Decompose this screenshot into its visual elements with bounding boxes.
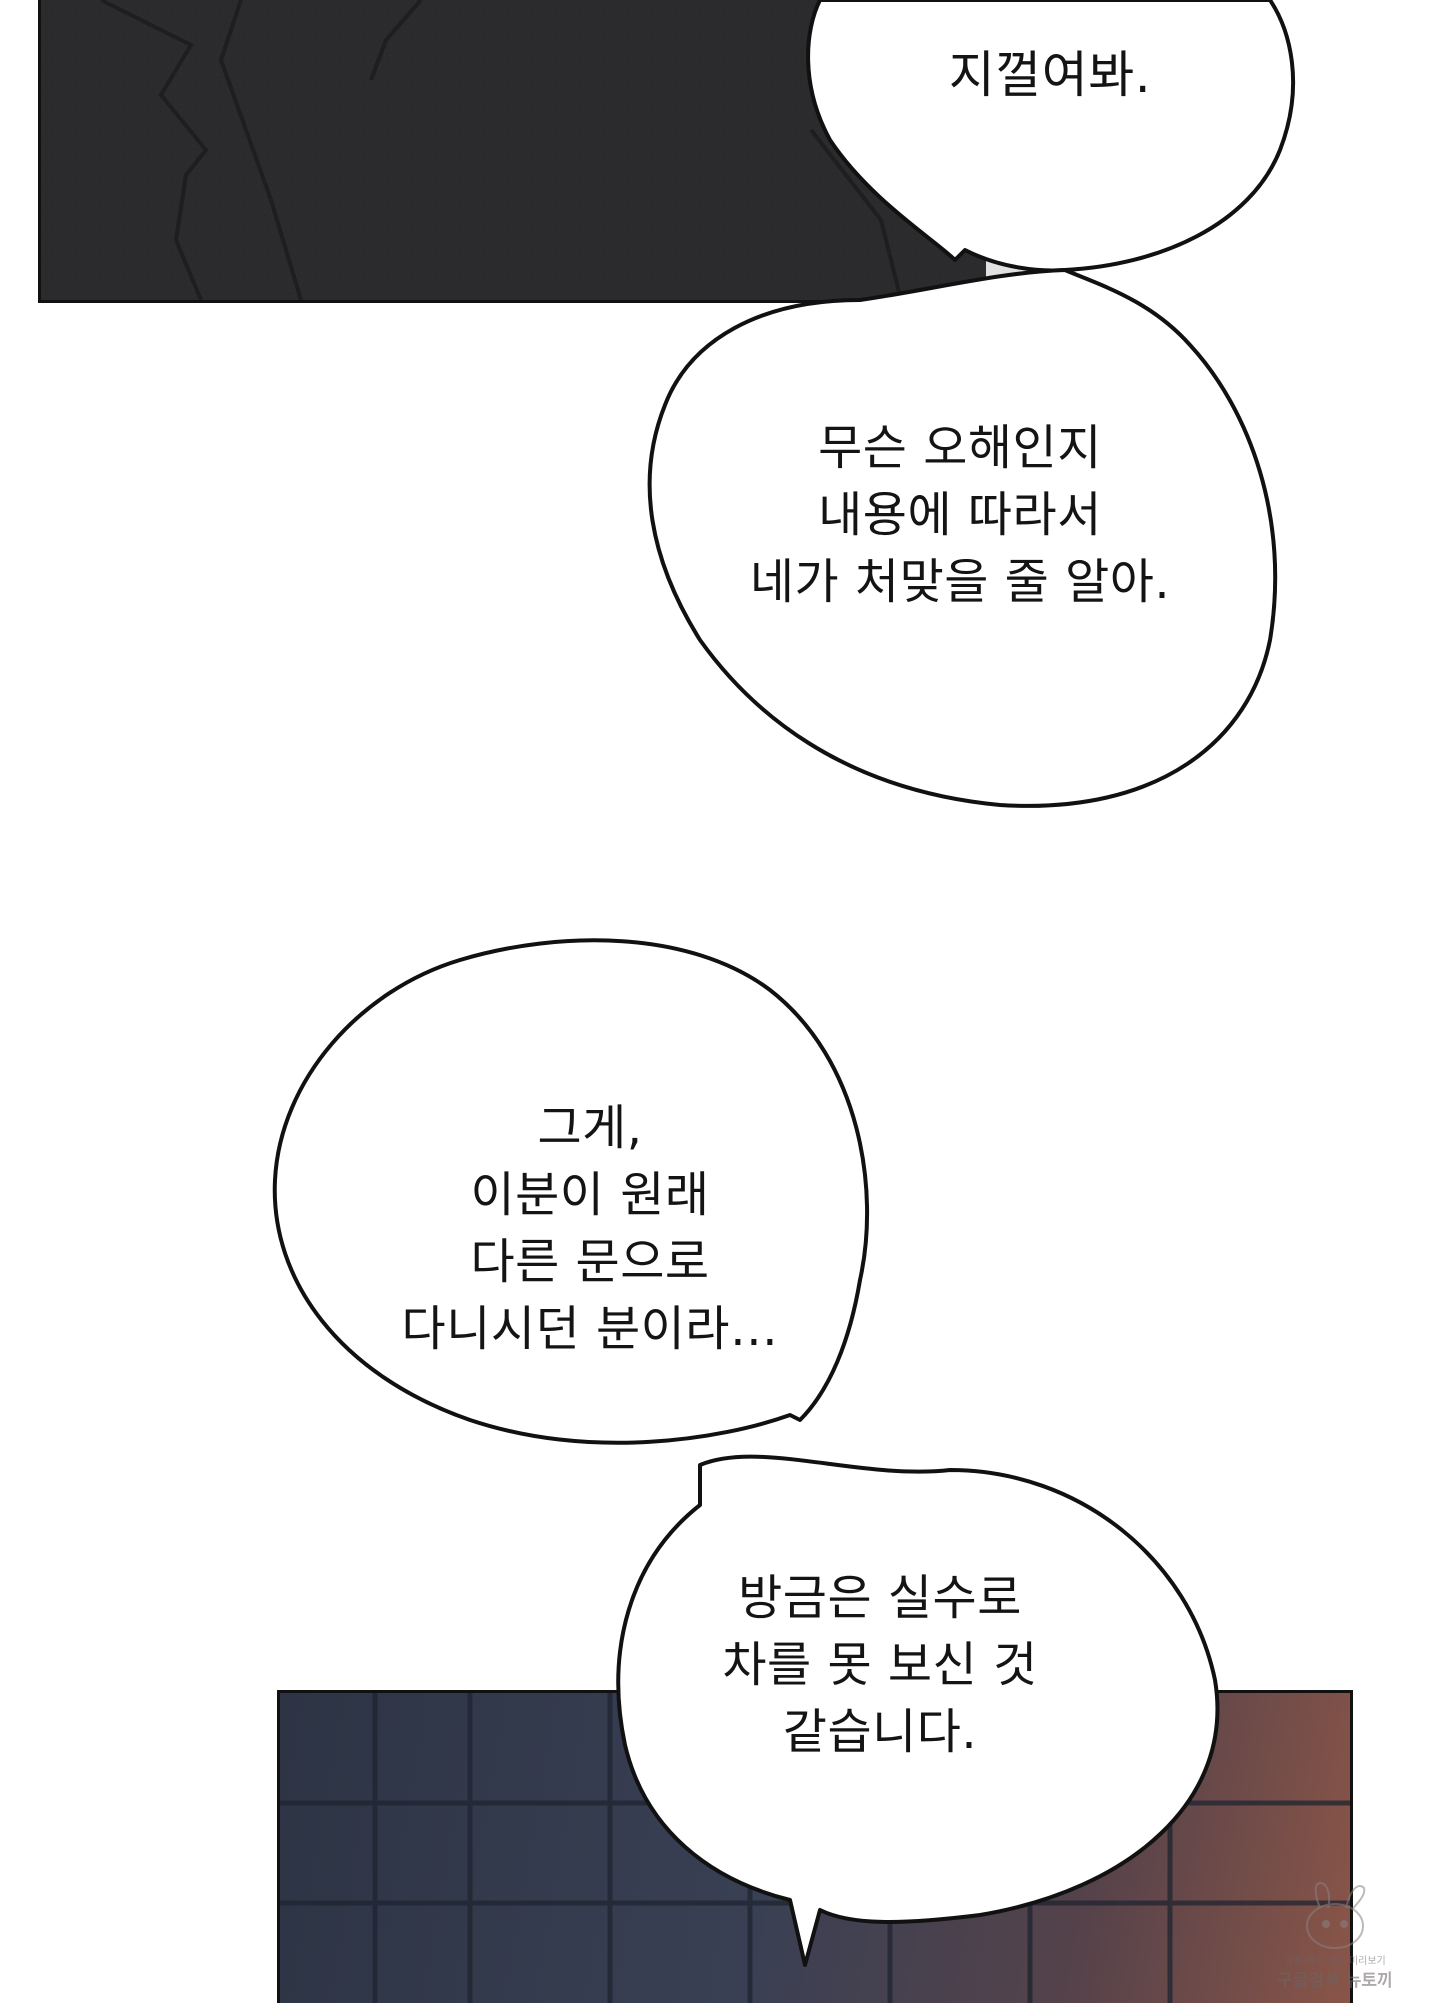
bubble-2-text: 무슨 오해인지 내용에 따라서 네가 처맞을 줄 알아. <box>749 420 1171 610</box>
watermark-tagline: 가장 빠른 웹툰 미리보기 <box>1284 1956 1386 1967</box>
bubble-3-text: 그게, 이분이 원래 다른 문으로 다니시던 분이라… <box>401 1100 779 1357</box>
speech-bubble-1 <box>806 0 1296 273</box>
speech-bubble-2 <box>647 268 1278 808</box>
watermark: 가장 빠른 웹툰 미리보기 구글검색 뉴토끼 <box>1250 1880 1420 1991</box>
speech-bubble-3 <box>272 938 870 1445</box>
speech-bubble-4 <box>616 1454 1220 1967</box>
watermark-site-name: 구글검색 뉴토끼 <box>1277 1971 1393 1991</box>
bubble-4-text: 방금은 실수로 차를 못 보신 것 같습니다. <box>722 1570 1038 1760</box>
bubble-1-text: 지껄여봐. <box>948 46 1152 104</box>
rabbit-logo-icon <box>1306 1882 1366 1949</box>
